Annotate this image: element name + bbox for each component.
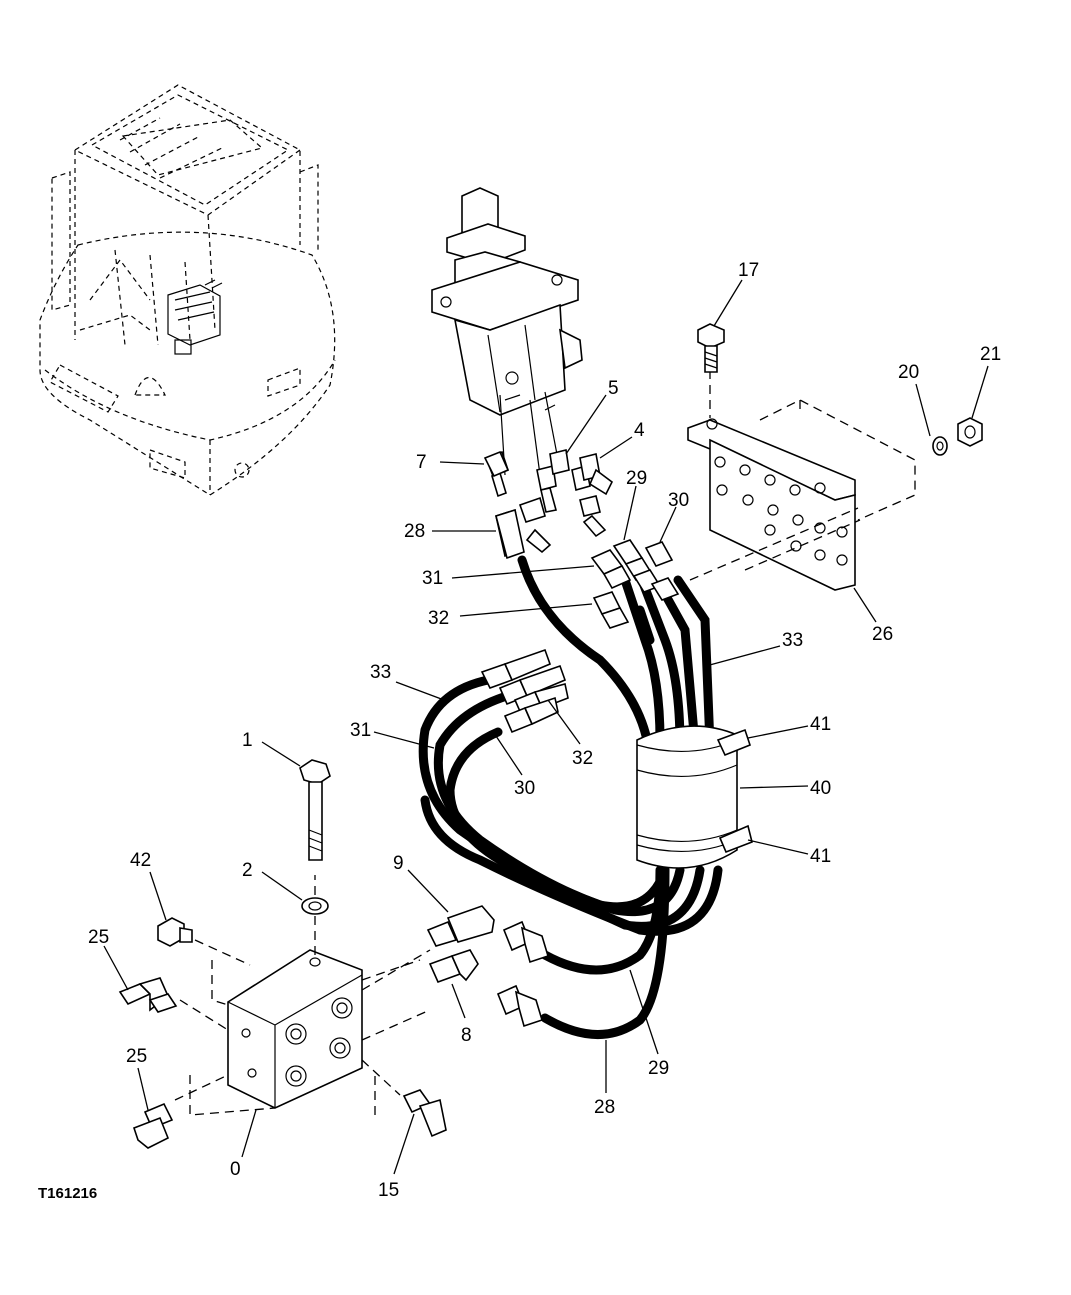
cab-valve-detail	[167, 279, 223, 355]
leader-lines	[103, 279, 989, 1175]
plug-42	[157, 917, 193, 947]
callout-41-top: 41	[810, 714, 831, 735]
elbow-15	[402, 1089, 447, 1138]
elbow-7	[483, 450, 510, 478]
washer-2	[301, 897, 329, 915]
callout-31-top: 31	[422, 568, 443, 589]
callout-41-bottom: 41	[810, 846, 831, 867]
callout-25-bottom: 25	[126, 1046, 147, 1067]
mounting-bracket	[687, 370, 916, 591]
elbow-25-bottom	[132, 1102, 174, 1149]
hose-bundle	[418, 555, 723, 1039]
callout-32-top: 32	[428, 608, 449, 629]
callout-26: 26	[872, 624, 893, 645]
callout-31-left: 31	[350, 720, 371, 741]
nut-21	[957, 417, 983, 447]
callout-33-left: 33	[370, 662, 391, 683]
left-hose-fittings	[480, 648, 569, 734]
callout-labels: 1 2 42 25 25 0 15 9 8 28 29 33 31 30 32 …	[88, 260, 1001, 1201]
callout-21: 21	[980, 344, 1001, 365]
callout-29-bottom: 29	[648, 1058, 669, 1079]
figure-id: T161216	[38, 1185, 97, 1202]
lockwasher-20	[932, 436, 948, 456]
callout-1: 1	[242, 730, 253, 751]
bolt-17	[697, 323, 725, 373]
callout-32-left: 32	[572, 748, 593, 769]
callout-30-top: 30	[668, 490, 689, 511]
manifold-block	[174, 875, 431, 1116]
pilot-control-valve	[431, 187, 583, 476]
callout-40: 40	[810, 778, 831, 799]
callout-42: 42	[130, 850, 151, 871]
fitting-28-top	[495, 508, 525, 560]
upper-hose-fittings	[590, 539, 680, 629]
callout-9: 9	[393, 853, 404, 874]
lower-hose-fittings	[496, 920, 549, 1028]
callout-29-top: 29	[626, 468, 647, 489]
machine-overview	[39, 84, 336, 496]
callout-33-right: 33	[782, 630, 803, 651]
callout-25-top: 25	[88, 927, 109, 948]
elbow-25-top	[118, 977, 178, 1013]
callout-5: 5	[608, 378, 619, 399]
callout-4: 4	[634, 420, 645, 441]
callout-28-top: 28	[404, 521, 425, 542]
bolt-1	[299, 759, 331, 861]
clamp-41-top	[716, 728, 751, 757]
callout-30-left: 30	[514, 778, 535, 799]
callout-28-bottom: 28	[594, 1097, 615, 1118]
callout-20: 20	[898, 362, 919, 383]
callout-17: 17	[738, 260, 759, 281]
elbow-8	[428, 949, 479, 984]
callout-15: 15	[378, 1180, 399, 1201]
clamp-41-bottom	[718, 824, 753, 854]
elbow-9	[426, 905, 495, 947]
callout-7: 7	[416, 452, 427, 473]
callout-8: 8	[461, 1025, 472, 1046]
callout-0: 0	[230, 1159, 241, 1180]
callout-2: 2	[242, 860, 253, 881]
